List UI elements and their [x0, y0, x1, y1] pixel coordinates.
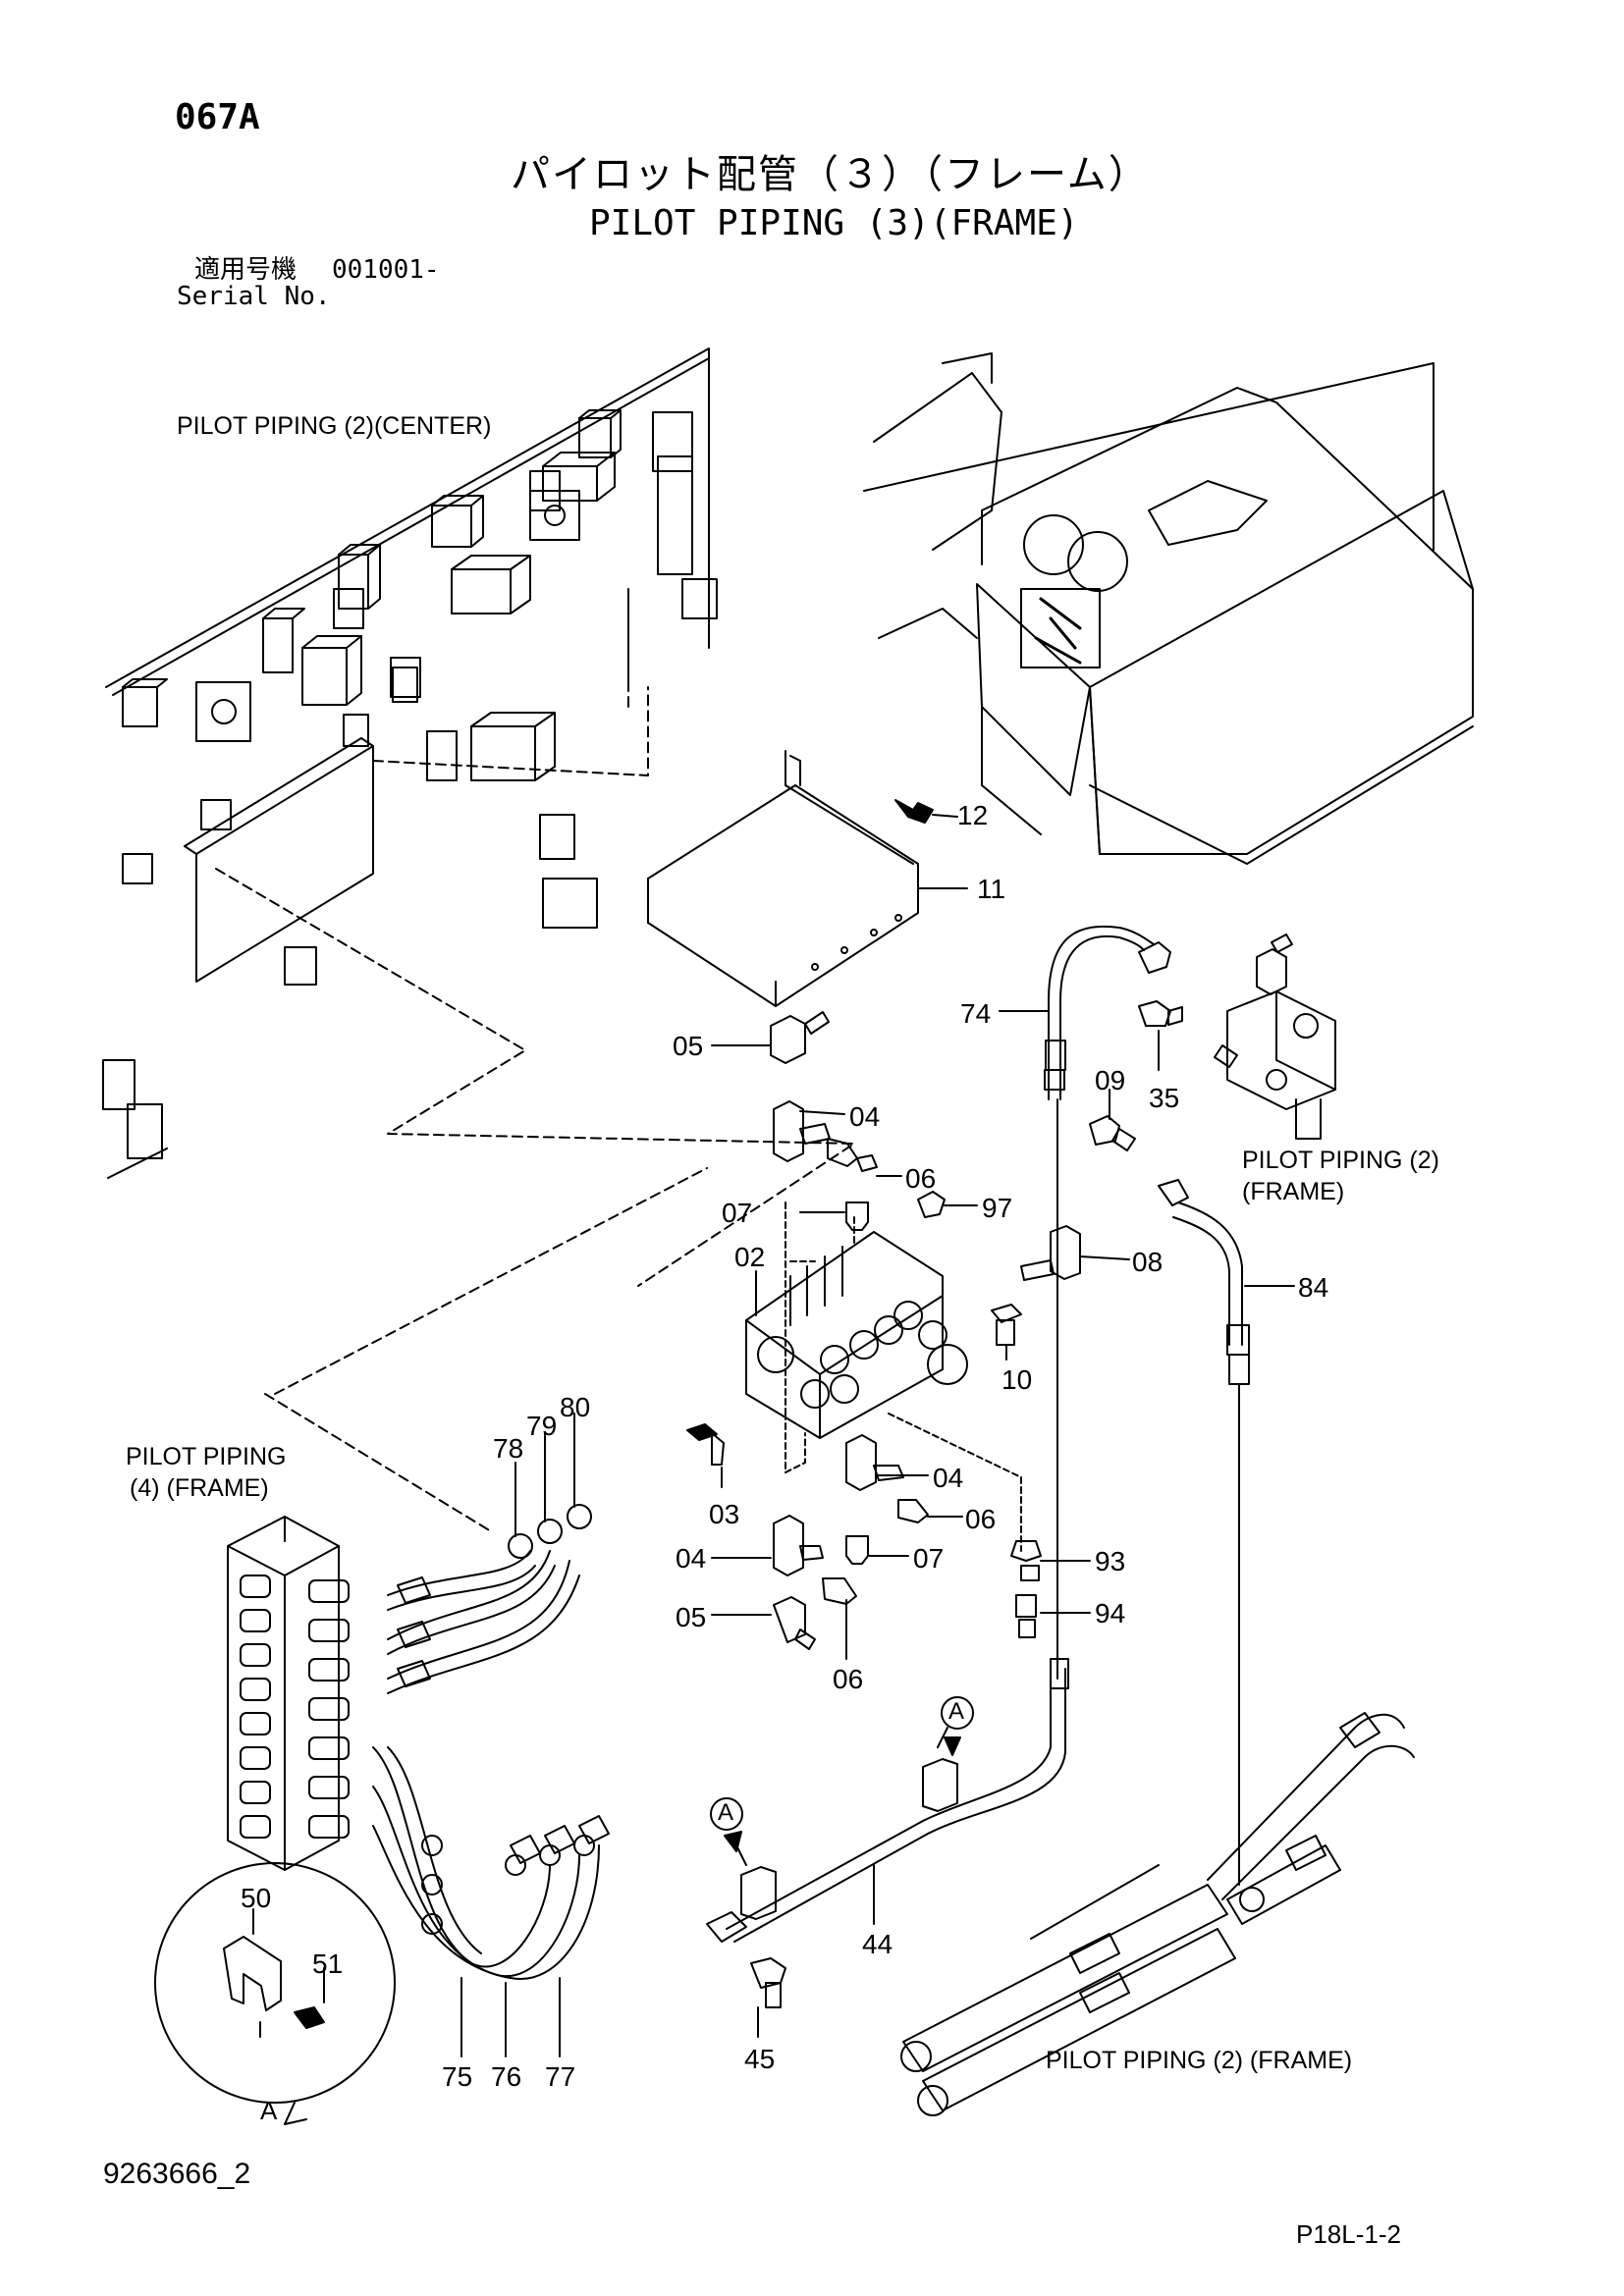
part-number-44[interactable]: 44 — [862, 1929, 893, 1959]
ref-pilot-piping-frame-right-line2[interactable]: (FRAME) — [1242, 1178, 1345, 1205]
bolt-12 — [894, 799, 958, 824]
ref-pilot-piping-frame-right-line1[interactable]: PILOT PIPING (2) — [1242, 1147, 1439, 1174]
part-number-45[interactable]: 45 — [744, 2044, 776, 2074]
part-number-06-middle[interactable]: 06 — [965, 1504, 997, 1534]
part-number-76[interactable]: 76 — [491, 2061, 522, 2092]
part-number-75[interactable]: 75 — [442, 2061, 473, 2092]
serial-value: 001001- — [332, 255, 440, 285]
serial-label-english: Serial No. — [177, 282, 331, 311]
mounting-plate — [102, 737, 598, 1179]
detail-callout-a: A — [260, 2096, 278, 2125]
view-arrow-a-left — [710, 1797, 743, 1852]
part-number-77[interactable]: 77 — [545, 2061, 576, 2092]
part-number-06-lower[interactable]: 06 — [833, 1664, 864, 1694]
part-number-74[interactable]: 74 — [960, 998, 992, 1029]
part-number-04-lower[interactable]: 04 — [676, 1543, 707, 1574]
part-number-35[interactable]: 35 — [1149, 1083, 1180, 1113]
part-number-51[interactable]: 51 — [312, 1949, 344, 1979]
part-number-07-upper[interactable]: 07 — [722, 1198, 753, 1228]
page-reference: P18L-1-2 — [1296, 2219, 1401, 2249]
part-number-06-upper[interactable]: 06 — [905, 1163, 937, 1194]
view-callout-a-left[interactable]: A — [718, 1799, 734, 1826]
machine-body — [863, 352, 1474, 865]
part-number-10[interactable]: 10 — [1001, 1364, 1033, 1395]
bracket-row-upper — [122, 409, 718, 781]
fitting-45 — [750, 1957, 786, 2038]
valve-unit-right — [1214, 934, 1336, 1140]
part-number-84[interactable]: 84 — [1298, 1272, 1329, 1303]
part-number-05-lower[interactable]: 05 — [676, 1602, 707, 1632]
part-number-78[interactable]: 78 — [493, 1433, 524, 1464]
part-number-80[interactable]: 80 — [560, 1392, 591, 1422]
valve-block-left — [227, 1413, 610, 2057]
part-number-12[interactable]: 12 — [957, 800, 989, 830]
hose-74 — [999, 925, 1171, 1680]
view-callout-a-top[interactable]: A — [948, 1698, 965, 1725]
title-english: PILOT PIPING (3)(FRAME) — [589, 203, 1079, 243]
view-arrow-a-top — [941, 1696, 974, 1756]
part-number-11[interactable]: 11 — [977, 874, 1006, 904]
ref-pilot-piping-frame-bottom[interactable]: PILOT PIPING (2) (FRAME) — [1046, 2047, 1353, 2074]
part-number-79[interactable]: 79 — [526, 1411, 558, 1441]
fittings — [686, 1000, 1183, 1660]
part-number-08[interactable]: 08 — [1132, 1247, 1164, 1277]
pilot-valve-block — [745, 1201, 1022, 1552]
boom-cylinders — [900, 1712, 1415, 2116]
part-number-50[interactable]: 50 — [241, 1883, 272, 1913]
bracket-11 — [647, 750, 968, 1007]
ref-pilot-piping-4-line1[interactable]: PILOT PIPING — [126, 1443, 287, 1470]
part-number-04-upper[interactable]: 04 — [849, 1101, 881, 1132]
part-number-03[interactable]: 03 — [709, 1499, 740, 1529]
ref-pilot-piping-4-line2[interactable]: (4) (FRAME) — [130, 1474, 269, 1502]
part-number-07-lower[interactable]: 07 — [913, 1543, 945, 1574]
title-japanese: パイロット配管（３）（フレーム） — [511, 152, 1150, 197]
hose-84 — [1158, 1179, 1295, 1837]
detail-a-circle — [154, 1862, 396, 2125]
part-number-05-upper[interactable]: 05 — [673, 1031, 704, 1061]
part-number-09[interactable]: 09 — [1095, 1065, 1126, 1095]
ref-pilot-piping-center[interactable]: PILOT PIPING (2)(CENTER) — [177, 412, 492, 440]
part-number-02[interactable]: 02 — [734, 1242, 766, 1272]
part-number-97[interactable]: 97 — [982, 1193, 1013, 1223]
frame-panel-center — [102, 347, 855, 1532]
page-code: 067A — [175, 97, 260, 137]
document-number: 9263666_2 — [103, 2158, 251, 2190]
part-number-93[interactable]: 93 — [1095, 1546, 1126, 1576]
serial-label-japanese: 適用号機 — [194, 255, 298, 285]
part-number-94[interactable]: 94 — [1095, 1598, 1126, 1629]
pipe-44 — [706, 1658, 1069, 1943]
part-number-04-middle[interactable]: 04 — [933, 1463, 964, 1493]
